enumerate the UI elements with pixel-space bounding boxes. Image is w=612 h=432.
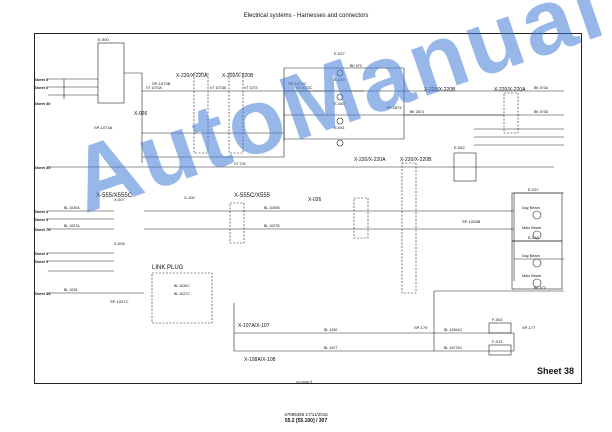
- conn-f003: F-003: [492, 317, 503, 322]
- conn-x555-x555c: X-555/X555C: [96, 193, 133, 199]
- wire-bl1027ac: BL 1027AC: [444, 346, 463, 350]
- wire-bl1027b: BL 1027B: [264, 224, 280, 228]
- sheet-ref-code: nn-spaw 3: [296, 380, 313, 384]
- lamp-main-beam-1: Main Beam: [522, 226, 541, 230]
- conn-e029: E-029: [334, 77, 345, 82]
- wire-bl1030b: BL 1030B: [264, 206, 280, 210]
- diagram-frame: [34, 33, 582, 384]
- conn-x107a-x107: X-107A/X-107: [238, 323, 270, 329]
- wire-bk2874: BK 2874: [410, 110, 424, 114]
- link-plug-box: [151, 272, 213, 324]
- conn-x007: X-007: [114, 197, 125, 202]
- wire-bl1030c: BL 1030C: [174, 284, 190, 288]
- wire-bl1027c: BL 1027C: [174, 292, 190, 296]
- conn-link-plug: LINK PLUG: [152, 265, 184, 271]
- conn-x100: X-100: [184, 195, 195, 200]
- wire-bk570: BK 570: [350, 64, 362, 68]
- wire-bl1030ac: BL 1030AC: [444, 328, 463, 332]
- conn-x026-lower: X-026: [308, 197, 322, 203]
- conn-e038: E-038: [528, 235, 539, 240]
- wire-vt1073: VT 1073: [244, 86, 258, 90]
- conn-x005: X-005: [114, 241, 125, 246]
- conn-x220-220b-mid: X-220/X-220B: [400, 157, 432, 163]
- conn-f013: F-013: [492, 339, 503, 344]
- wire-bk570d: BK 570D: [534, 110, 549, 114]
- conn-x555c-x555: X-555C/X555: [234, 193, 271, 199]
- sheetref-5c: Sheet 5: [34, 259, 49, 264]
- conn-e037: E-037: [528, 187, 539, 192]
- wire-vt276: VT 276: [234, 162, 246, 166]
- sheetref-5b: Sheet 5: [34, 217, 49, 222]
- wire-bl1027: BL 1027: [324, 346, 337, 350]
- conn-e027: E-027: [334, 51, 345, 56]
- sheetref-4a: Sheet 4: [34, 209, 49, 214]
- conn-x220-220b-right: X-220/X-220B: [424, 87, 456, 93]
- page-number: 55.2 [55.100] / 307: [284, 418, 328, 424]
- conn-x220-220a-mid: X-220/X-220A: [354, 157, 386, 163]
- sheet-label: Sheet 38: [536, 366, 574, 376]
- page-footer: 47695465 17/11/2016 55.2 [55.100] / 307: [0, 412, 612, 424]
- lamp-symbol: [532, 210, 542, 220]
- sheetref-34: Sheet 34: [34, 291, 51, 296]
- wire-bl1030a: BL 1030A: [64, 206, 80, 210]
- doc-id: 47695465 17/11/2016: [284, 412, 328, 417]
- e900-box: [97, 42, 125, 104]
- wire-bl1027a: BL 1027A: [64, 224, 80, 228]
- conn-e041: E-041: [334, 125, 345, 130]
- splice-sp1027c: SP-1027C: [110, 299, 129, 304]
- sheetref-4b: Sheet 4: [34, 251, 49, 256]
- wire-vt1073b: VT 1073B: [210, 86, 227, 90]
- conn-x220-220a-right: X-220/X-220A: [494, 87, 526, 93]
- conn-e040: E-040: [334, 101, 345, 106]
- splice-sp177: SP-177: [522, 325, 536, 330]
- page-header: Electrical systems - Harnesses and conne…: [243, 13, 369, 19]
- sheetref-40: Sheet 40: [34, 101, 51, 106]
- lamp-main-beam-2: Main Beam: [522, 274, 541, 278]
- wire-bk572: BK 572: [534, 286, 546, 290]
- wiring-schematic: X-220/X-220A X-220/X-220B X-220/X-220B X…: [34, 37, 564, 363]
- wire-vt1073a: VT 1073A: [146, 86, 163, 90]
- splice-sp1073b: SP-1073B: [152, 81, 171, 86]
- conn-x220-220a-top: X-220/X-220A: [176, 73, 208, 79]
- conn-x220-220b-top: X-220/X-220B: [222, 73, 254, 79]
- wire-bk570a: BK 570A: [534, 86, 549, 90]
- lamp-day-beam-2: Day Beam: [522, 254, 540, 258]
- sheetref-76: Sheet 76: [34, 227, 51, 232]
- lamp-day-beam-1: Day Beam: [522, 206, 540, 210]
- conn-e900: E-900: [98, 37, 109, 42]
- conn-e062: E-062: [454, 145, 465, 150]
- splice-sp2874: SP-2874: [386, 105, 402, 110]
- splice-sp1073c: SP-1073C: [288, 81, 307, 86]
- sheetref-5: Sheet 5: [34, 77, 49, 82]
- wire-bl1028: BL 1028: [64, 288, 77, 292]
- conn-x108a-x108: X-108A/X-108: [244, 357, 276, 363]
- splice-sp179: SP-179: [414, 325, 428, 330]
- sheetref-35: Sheet 35: [34, 165, 51, 170]
- wire-vt1073c: VT 1073C: [296, 86, 313, 90]
- splice-sp1073a: SP-1073A: [94, 125, 113, 130]
- splice-sp1028b: SP-1028B: [462, 219, 481, 224]
- conn-x026-upper: X-026: [134, 111, 148, 117]
- sheetref-6: Sheet 6: [34, 85, 49, 90]
- wire-bl1030: BL 1030: [324, 328, 337, 332]
